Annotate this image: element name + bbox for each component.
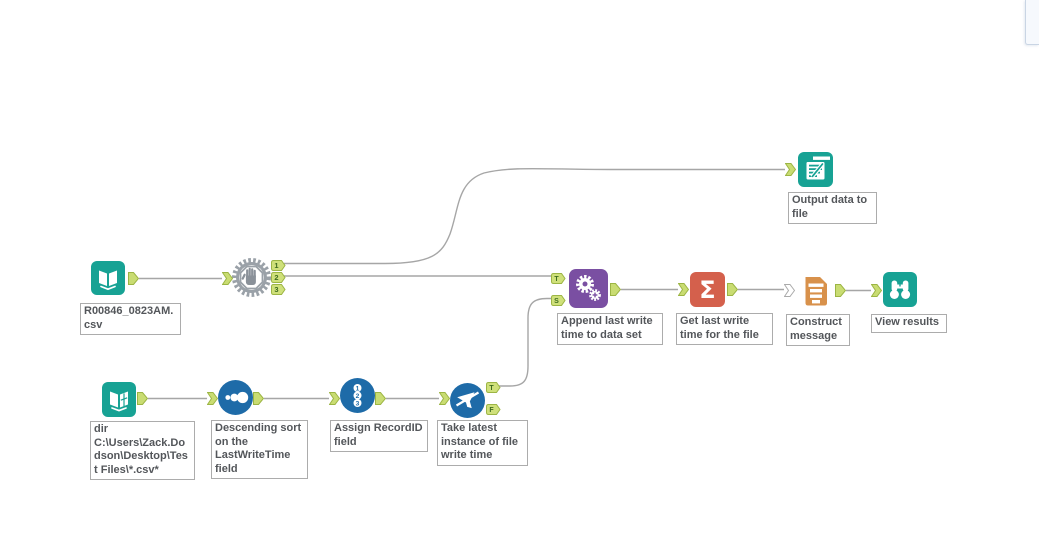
tool-directory[interactable] <box>102 382 136 422</box>
svg-text:T: T <box>489 385 494 392</box>
wire-block1-to-output <box>284 167 785 265</box>
block-output-anchor-3[interactable]: 3 <box>271 282 286 300</box>
tool-annotation: Output data to file <box>788 192 877 224</box>
tool-annotation: Assign RecordID field <box>330 420 428 452</box>
message-output-anchor[interactable] <box>835 284 847 302</box>
append-fields-icon <box>569 269 608 308</box>
block-output-anchor-2[interactable]: 2 <box>271 270 286 288</box>
tool-summarize[interactable]: Σ <box>690 272 725 312</box>
sort-icon <box>218 380 253 415</box>
tool-annotation: Append last write time to data set <box>557 313 663 345</box>
side-panel-fragment <box>1025 0 1039 45</box>
tool-append-fields[interactable] <box>569 269 608 313</box>
tool-annotation: Get last write time for the file <box>676 313 773 345</box>
summarize-input-anchor[interactable] <box>677 283 690 301</box>
sort-input-anchor[interactable] <box>206 392 219 410</box>
filter-output-anchor-false[interactable]: F <box>486 402 501 420</box>
wire-filtertrue-to-append <box>499 297 551 387</box>
svg-text:1: 1 <box>356 385 360 392</box>
svg-text:3: 3 <box>274 285 278 294</box>
svg-text:3: 3 <box>356 400 360 407</box>
tool-annotation: Descending sort on the LastWriteTime fie… <box>211 420 308 479</box>
tool-filter[interactable] <box>450 383 485 423</box>
svg-text:T: T <box>554 276 559 283</box>
svg-text:S: S <box>554 298 559 305</box>
tool-annotation: R00846_0823AM.csv <box>80 303 181 335</box>
tool-message[interactable] <box>798 273 834 314</box>
block-output-anchor-1[interactable]: 1 <box>271 258 286 276</box>
block-until-done-icon <box>232 258 271 297</box>
tool-annotation: View results <box>871 314 947 333</box>
message-input-anchor[interactable] <box>783 284 796 302</box>
browse-input-anchor[interactable] <box>870 284 883 302</box>
summarize-output-anchor[interactable] <box>727 283 739 301</box>
message-icon <box>805 277 827 306</box>
directory-icon <box>102 382 136 417</box>
svg-text:Σ: Σ <box>699 276 715 304</box>
append-input-anchor-source[interactable]: S <box>551 293 566 311</box>
append-input-anchor-target[interactable]: T <box>551 271 566 289</box>
tool-annotation: Take latest instance of file write time <box>437 420 528 466</box>
tool-annotation: dir C:\Users\Zack.Dodson\Desktop\Test Fi… <box>90 421 195 480</box>
output-data-icon <box>798 152 833 187</box>
append-output-anchor[interactable] <box>610 283 622 301</box>
svg-text:2: 2 <box>356 393 360 400</box>
filter-icon <box>450 383 485 418</box>
block-until-done-input-anchor[interactable] <box>221 272 234 290</box>
summarize-icon: Σ <box>690 272 725 307</box>
browse-icon <box>883 272 917 307</box>
output-data-input-anchor[interactable] <box>784 163 797 181</box>
filter-input-anchor[interactable] <box>438 392 451 410</box>
tool-block-until-done[interactable] <box>231 257 272 303</box>
record-id-input-anchor[interactable] <box>328 392 341 410</box>
record-id-output-anchor[interactable] <box>375 392 387 410</box>
tool-annotation: Construct message <box>786 314 850 346</box>
tool-sort[interactable] <box>218 380 253 420</box>
input-data-icon <box>91 261 125 295</box>
tool-output-data[interactable] <box>798 152 833 192</box>
record-id-icon: 1 2 3 <box>340 378 375 413</box>
directory-output-anchor[interactable] <box>137 392 149 410</box>
hand-icon <box>241 267 256 285</box>
svg-text:2: 2 <box>274 273 278 282</box>
tool-input-data[interactable] <box>91 261 125 300</box>
tool-browse[interactable] <box>883 272 917 312</box>
svg-text:F: F <box>489 407 494 414</box>
svg-text:1: 1 <box>274 261 278 270</box>
input-data-output-anchor[interactable] <box>128 272 140 290</box>
tool-record-id[interactable]: 1 2 3 <box>340 378 375 418</box>
filter-output-anchor-true[interactable]: T <box>486 380 501 398</box>
sort-output-anchor[interactable] <box>253 392 265 410</box>
